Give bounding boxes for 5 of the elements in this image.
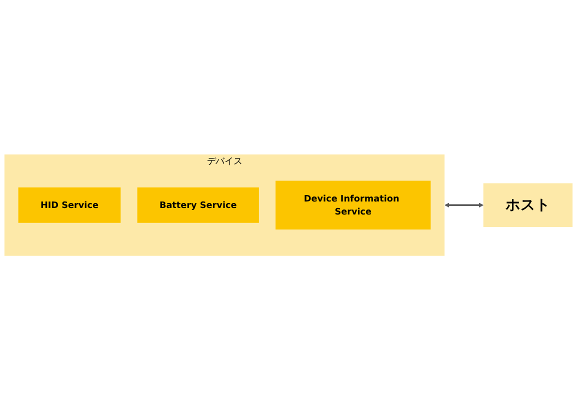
node-box: Battery Service xyxy=(137,187,259,223)
node-box: ホスト xyxy=(483,183,573,227)
arrow xyxy=(444,202,484,208)
node-box: HID Service xyxy=(18,187,121,223)
node-box: Device Information Service xyxy=(276,180,431,230)
